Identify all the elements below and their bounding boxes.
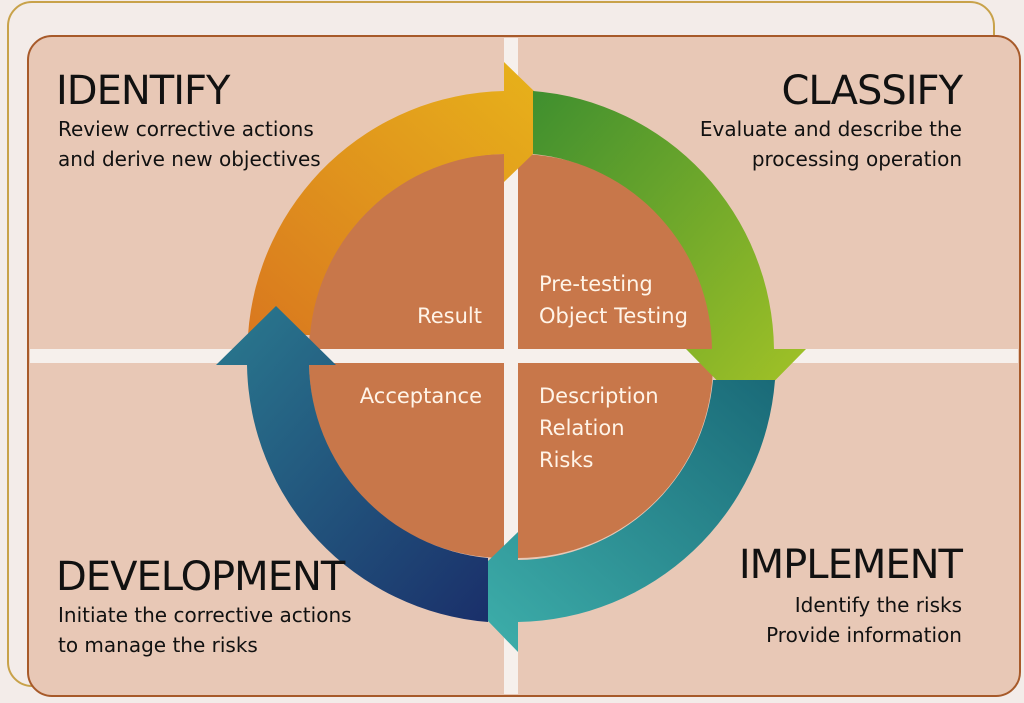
implement-line-2: Provide information [766,623,962,647]
classify-line-1: Evaluate and describe the [699,117,962,141]
inner-top-left-line-1: Result [417,304,482,328]
implement-title: IMPLEMENT [738,542,963,588]
inner-top-right-line-2: Object Testing [539,304,688,328]
inner-label-testing: Pre-testing Object Testing [539,268,688,332]
inner-label-result: Result [417,300,482,332]
classify-title: CLASSIFY [781,68,963,114]
inner-bottom-left-line-1: Acceptance [359,384,482,408]
implement-description: Identify the risks Provide information [766,590,962,650]
identify-line-1: Review corrective actions [58,117,314,141]
inner-quadrant-top-left [309,154,504,349]
development-title: DEVELOPMENT [56,554,345,600]
inner-bottom-right-line-3: Risks [539,448,594,472]
inner-top-right-line-1: Pre-testing [539,272,653,296]
inner-quadrant-top-right [518,154,713,349]
inner-bottom-right-line-1: Description [539,384,659,408]
classify-description: Evaluate and describe the processing ope… [700,114,962,174]
implement-line-1: Identify the risks [794,593,962,617]
development-description: Initiate the corrective actions to manag… [58,600,352,660]
horizontal-divider [30,349,1018,363]
arrow-yellow [248,62,566,335]
identify-title: IDENTIFY [56,68,230,114]
inner-quadrant-bottom-right [518,363,713,558]
inner-label-acceptance: Acceptance [360,380,482,412]
vertical-divider [504,38,518,694]
inner-bottom-right-line-2: Relation [539,416,625,440]
development-line-2: to manage the risks [58,633,258,657]
classify-line-2: processing operation [751,147,962,171]
inner-label-description: Description Relation Risks [539,380,659,476]
identify-line-2: and derive new objectives [58,147,321,171]
development-line-1: Initiate the corrective actions [58,603,352,627]
inner-quadrant-bottom-left [309,363,504,558]
arrow-blue [216,306,488,622]
identify-description: Review corrective actions and derive new… [58,114,321,174]
arrow-green [533,91,806,410]
arrow-teal [458,380,775,652]
